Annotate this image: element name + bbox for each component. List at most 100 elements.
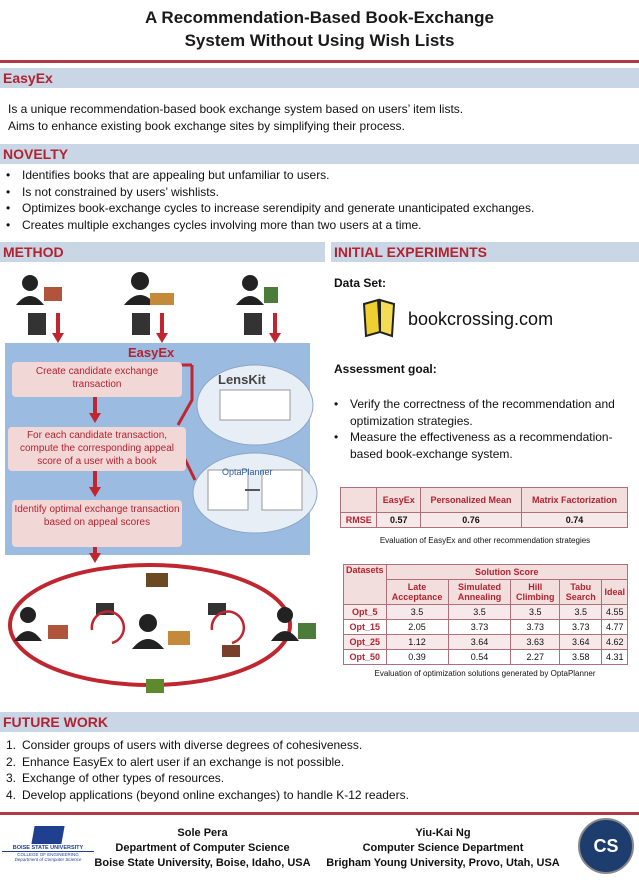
table-row: Opt_25 1.12 3.64 3.63 3.64 4.62 [343, 634, 628, 650]
table-cell: 3.73 [510, 619, 561, 635]
books-icon [48, 625, 68, 639]
table-header: Ideal [601, 579, 628, 605]
step-compute-appeal: For each candidate transaction, compute … [8, 427, 186, 471]
table-cell: 0.76 [419, 512, 523, 528]
section-novelty-header: NOVELTY [0, 144, 639, 164]
table-cell: Opt_5 [343, 604, 387, 620]
book-icon [222, 645, 240, 657]
table-cell: 2.05 [385, 619, 449, 635]
table-cell: 1.12 [385, 634, 449, 650]
future-item: 3.Exchange of other types of resources. [6, 771, 225, 785]
table-header: EasyEx [376, 487, 421, 513]
poster-title: A Recommendation-Based Book-Exchange Sys… [0, 6, 639, 52]
table-row: Opt_50 0.39 0.54 2.27 3.58 4.31 [343, 649, 628, 665]
table-header: Personalized Mean [419, 487, 523, 513]
future-item: 4.Develop applications (beyond online ex… [6, 787, 409, 802]
assessment-goals: Verify the correctness of the recommenda… [330, 396, 635, 462]
table-header: Late Acceptance [385, 579, 449, 605]
author-name: Yiu-Kai Ng [415, 827, 471, 839]
goal-item: Measure the effectiveness as a recommend… [330, 429, 635, 462]
optaplanner-logo: OptaPlanner [222, 467, 273, 477]
table-cell: 3.64 [447, 634, 512, 650]
table-cell: 2.27 [510, 649, 561, 665]
table-header: Tabu Search [559, 579, 603, 605]
table-cell: 3.73 [559, 619, 603, 635]
user-icon [271, 607, 299, 641]
table-cell: 3.58 [559, 649, 603, 665]
footer-rule [0, 812, 639, 815]
table-cell: 3.5 [385, 604, 449, 620]
novelty-item: Optimizes book-exchange cycles to increa… [2, 200, 632, 217]
table-cell: 4.31 [601, 649, 628, 665]
novelty-item: Is not constrained by users’ wishlists. [2, 184, 632, 201]
rmse-table: EasyEx Personalized Mean Matrix Factoriz… [339, 487, 628, 528]
user-icon [124, 272, 156, 305]
table-cell: 4.77 [601, 619, 628, 635]
lenskit-logo: LensKit [218, 372, 266, 387]
books-icon [264, 287, 278, 303]
table-cell: Opt_15 [343, 619, 387, 635]
novelty-item: Identifies books that are appealing but … [2, 167, 632, 184]
table-cell: Opt_25 [343, 634, 387, 650]
bsu-b-icon [31, 826, 65, 844]
easyex-desc-2: Aims to enhance existing book exchange s… [8, 119, 405, 133]
bookcrossing-logo: bookcrossing.com [408, 309, 554, 329]
table-header: Matrix Factorization [521, 487, 628, 513]
books-icon [150, 293, 174, 305]
table-cell: Opt_50 [343, 649, 387, 665]
table-cell: 0.74 [521, 512, 628, 528]
table-cell: 0.39 [385, 649, 449, 665]
author-dept: Computer Science Department [362, 842, 524, 854]
method-diagram [5, 272, 318, 693]
title-line-2: System Without Using Wish Lists [184, 31, 455, 50]
step-identify-optimal: Identify optimal exchange transaction ba… [12, 500, 182, 547]
title-line-1: A Recommendation-Based Book-Exchange [145, 8, 494, 27]
item-list-icon [132, 313, 150, 335]
novelty-list: Identifies books that are appealing but … [2, 167, 632, 233]
user-icon [132, 614, 164, 649]
table-cell: 3.5 [559, 604, 603, 620]
book-icon [146, 679, 164, 693]
table1-caption: Evaluation of EasyEx and other recommend… [379, 536, 591, 545]
table-cell: 3.73 [447, 619, 512, 635]
author-block-1: Sole Pera Department of Computer Science… [90, 826, 315, 871]
goal-item: Verify the correctness of the recommenda… [330, 396, 635, 429]
easyex-panel-label: EasyEx [128, 345, 175, 360]
section-easyex-header: EasyEx [0, 68, 639, 88]
author-univ: Brigham Young University, Provo, Utah, U… [326, 857, 560, 869]
future-list: 1.Consider groups of users with diverse … [2, 737, 632, 803]
table-cell: 3.5 [447, 604, 512, 620]
table-cell: 3.63 [510, 634, 561, 650]
novelty-item: Creates multiple exchanges cycles involv… [2, 217, 632, 234]
easyex-desc-1: Is a unique recommendation-based book ex… [8, 102, 464, 116]
table2-caption: Evaluation of optimization solutions gen… [374, 669, 596, 678]
bsu-logo: BOISE STATE UNIVERSITY COLLEGE OF ENGINE… [2, 826, 94, 862]
author-block-2: Yiu-Kai Ng Computer Science Department B… [318, 826, 568, 871]
user-icon [14, 607, 42, 641]
table-cell: 0.57 [376, 512, 421, 528]
user-icon [16, 275, 44, 305]
section-experiments-header: INITIAL EXPERIMENTS [331, 242, 639, 262]
table-header: Datasets [343, 564, 387, 605]
book-icon [146, 573, 168, 587]
table-cell: 3.5 [510, 604, 561, 620]
item-list-icon [28, 313, 46, 335]
section-future-header: FUTURE WORK [0, 712, 639, 732]
book-icon [362, 298, 396, 338]
step-create-candidate: Create candidate exchange transaction [12, 362, 182, 397]
table-header [339, 487, 378, 513]
cs-seal-logo: CS [578, 818, 634, 874]
table-cell: RMSE [339, 512, 378, 528]
books-icon [298, 623, 316, 639]
books-icon [168, 631, 190, 645]
author-name: Sole Pera [177, 827, 228, 839]
section-method-header: METHOD [0, 242, 325, 262]
future-item: 2.Enhance EasyEx to alert user if an exc… [6, 754, 345, 769]
optaplanner-table: Datasets Solution Score Late Acceptance … [343, 564, 629, 665]
author-univ: Boise State University, Boise, Idaho, US… [94, 857, 311, 869]
dataset-label: Data Set: [334, 276, 387, 290]
table-header: Solution Score [385, 564, 629, 580]
table-header: Hill Climbing [510, 579, 561, 605]
user-icon [236, 275, 264, 305]
table-cell: 4.62 [601, 634, 628, 650]
